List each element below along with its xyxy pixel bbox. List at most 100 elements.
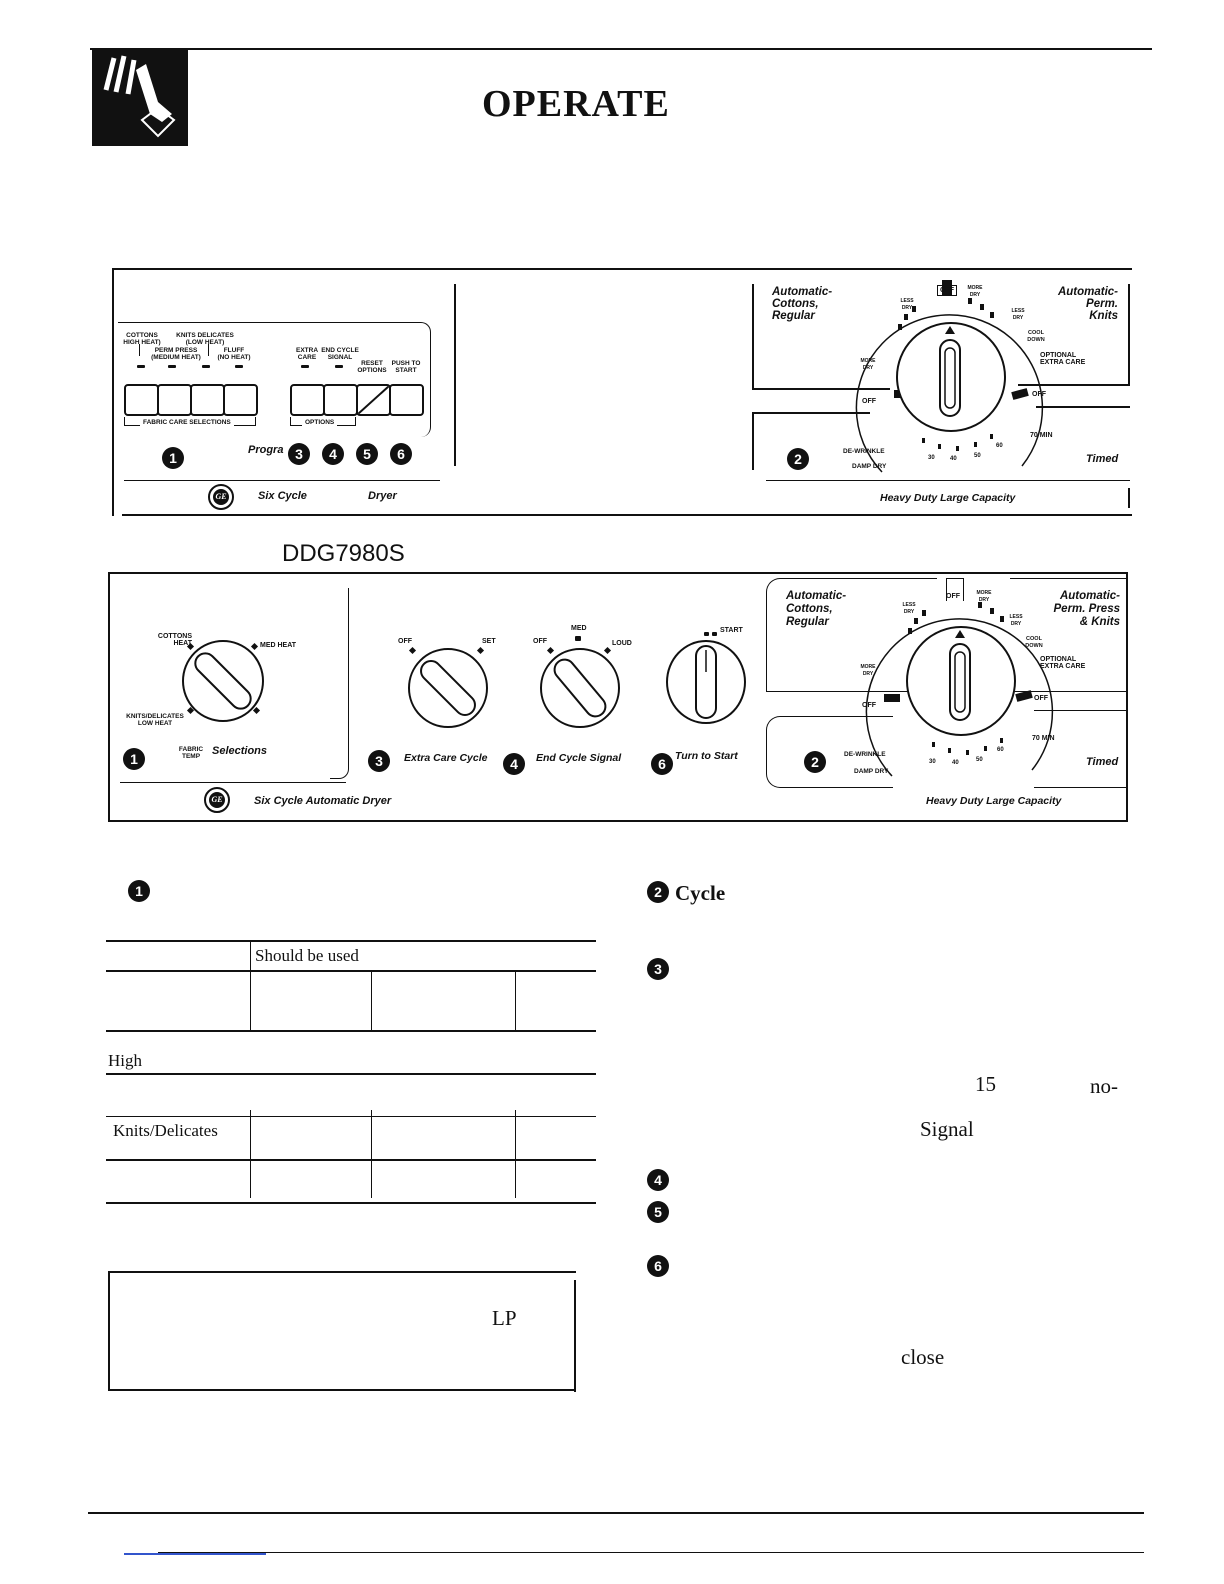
cycle-heading: Cycle [675, 881, 726, 905]
callout-badge: 6 [647, 1255, 669, 1277]
dial2-off-window [946, 578, 964, 601]
dial1-off-top: OFF [937, 285, 957, 296]
knits-delicates-button[interactable] [190, 384, 225, 416]
dial1-de-wrinkle: DE-WRINKLE [843, 448, 885, 455]
note-box-bottom [108, 1389, 576, 1391]
text-15: 15 [975, 1072, 996, 1096]
callout-badge: 3 [368, 750, 390, 772]
fluff-button[interactable] [223, 384, 258, 416]
panel2-brand-rule [120, 782, 346, 783]
dial1-more-dry: MORE DRY [967, 285, 983, 298]
table-rule [106, 1030, 596, 1032]
signal-off-label: OFF [533, 638, 547, 645]
pointing-hand-icon [92, 50, 188, 146]
table-rule [106, 1202, 596, 1204]
perm-press-button[interactable] [157, 384, 192, 416]
cottons-button[interactable] [124, 384, 159, 416]
led-indicator [235, 365, 243, 368]
signal-med-label: MED [571, 625, 587, 632]
dial2-caption: Heavy Duty Large Capacity [926, 795, 1062, 807]
note-box-left [108, 1271, 110, 1391]
dial1-cool-down: COOL DOWN [1027, 330, 1045, 343]
ge-logo-icon: GE [208, 484, 234, 510]
table-row-label: Knits/Delicates [113, 1121, 218, 1140]
start-label: START [720, 627, 743, 634]
dial2-tick-60: 60 [997, 747, 1004, 753]
note-box-top [108, 1271, 576, 1273]
label-fluff: FLUFF(NO HEAT) [217, 347, 251, 361]
table-rule [106, 1116, 596, 1117]
dial1-auto-box-bottom [752, 388, 890, 390]
label-extra-care-cycle: Extra Care Cycle [404, 752, 488, 764]
brand-dryer: Dryer [368, 490, 397, 502]
table-rule [106, 1073, 596, 1075]
dial2-off-left: OFF [862, 702, 876, 709]
dial1-more-dry-left: MORE DRY [860, 358, 876, 371]
dial1-timed-box-left [752, 412, 754, 470]
panel1-right-tick [1128, 488, 1130, 508]
dial2-cycle-knob[interactable] [906, 626, 1016, 736]
dial1-less-dry-right: LESS DRY [1011, 308, 1025, 321]
options-label: OPTIONS [302, 419, 338, 426]
dial2-less-dry-right: LESS DRY [1009, 614, 1023, 627]
callout-badge: 4 [647, 1169, 669, 1191]
panel1-bottom-rule [122, 514, 1132, 516]
dial2-less-dry-left: LESS DRY [902, 602, 916, 615]
dial1-70-min: 70 MIN [1030, 432, 1053, 439]
dial1-damp-dry: DAMP DRY [852, 463, 887, 470]
dial2-more-dry-left: MORE DRY [860, 664, 876, 677]
start-knob[interactable] [666, 640, 746, 724]
callout-badge: 1 [128, 880, 150, 902]
panel2-bottom-rule [108, 820, 1128, 822]
table-rule [106, 970, 596, 972]
separator [208, 344, 209, 356]
table-col-line [250, 971, 251, 1030]
ge-logo-icon: GE [204, 787, 230, 813]
note-box-right [574, 1280, 576, 1392]
led-indicator [168, 365, 176, 368]
signal-loud-label: LOUD [612, 640, 632, 647]
brand-six-cycle: Six Cycle [258, 490, 307, 502]
fabric-temp-knob[interactable] [182, 640, 264, 722]
push-to-start-button[interactable] [389, 384, 424, 416]
page-title: OPERATE [482, 83, 670, 125]
end-cycle-signal-button[interactable] [323, 384, 358, 416]
footer-rule [158, 1552, 1144, 1553]
callout-badge: 2 [804, 751, 826, 773]
dial2-auto-box-left [766, 578, 937, 692]
position-marker [712, 632, 717, 636]
table-col-line [515, 1110, 516, 1198]
dial1-auto-box-left [752, 284, 754, 390]
dial2-off-right: OFF [1034, 695, 1048, 702]
callout-badge: 5 [647, 1201, 669, 1223]
label-knits-delicates: KNITS DELICATES(LOW HEAT) [176, 332, 234, 346]
table-rule [106, 940, 596, 942]
dial1-off-right: OFF [1032, 391, 1046, 398]
callout-badge: 1 [123, 748, 145, 770]
callout-badge: 2 [647, 881, 669, 903]
dial1-caption: Heavy Duty Large Capacity [880, 492, 1016, 504]
end-cycle-signal-knob[interactable] [540, 648, 620, 728]
extra-care-knob[interactable] [408, 648, 488, 728]
dial1-tick-50: 50 [974, 453, 981, 459]
brand-six-cycle-automatic-dryer: Six Cycle Automatic Dryer [254, 795, 392, 807]
dial1-less-dry-left: LESS DRY [900, 298, 914, 311]
reset-options-button[interactable] [356, 384, 391, 416]
dial2-damp-dry: DAMP DRY [854, 768, 889, 775]
extra-care-button[interactable] [290, 384, 325, 416]
callout-badge: 4 [322, 443, 344, 465]
dial2-de-wrinkle: DE-WRINKLE [844, 751, 886, 758]
dial2-timed-label: Timed [1086, 756, 1119, 768]
table-col-line [371, 971, 372, 1030]
dial1-cycle-knob[interactable] [896, 322, 1006, 432]
dial1-tick-60: 60 [996, 443, 1003, 449]
fabric-care-panel [118, 322, 431, 437]
fabric-care-selections-label: FABRIC CARE SELECTIONS [140, 419, 234, 426]
model-number: DDG7980S [282, 540, 405, 567]
text-close: close [901, 1345, 945, 1369]
